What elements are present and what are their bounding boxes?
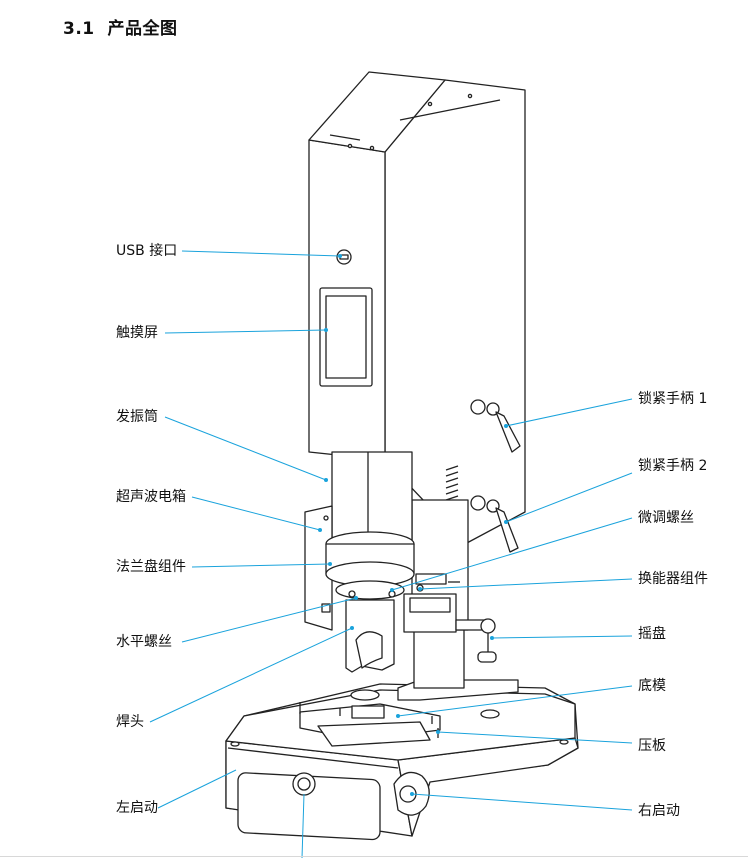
label-flange: 法兰盘组件 bbox=[116, 559, 186, 575]
label-lock-handle-2: 锁紧手柄 2 bbox=[638, 458, 708, 474]
crank bbox=[455, 618, 497, 663]
label-ultrasonic-box: 超声波电箱 bbox=[116, 489, 186, 505]
label-press-plate: 压板 bbox=[638, 738, 666, 754]
page-divider bbox=[0, 856, 748, 857]
section-title: 产品全图 bbox=[107, 19, 178, 39]
label-touchscreen: 触摸屏 bbox=[116, 325, 158, 341]
ultrasonic-box bbox=[304, 505, 333, 631]
label-level-screw: 水平螺丝 bbox=[116, 634, 172, 650]
machine-base bbox=[225, 683, 579, 841]
label-crank: 摇盘 bbox=[638, 626, 666, 642]
label-left-start: 左启动 bbox=[116, 800, 158, 816]
flange-assembly bbox=[325, 531, 415, 600]
slide-carriage bbox=[403, 499, 469, 633]
label-vibration-tube: 发振筒 bbox=[116, 409, 158, 425]
welding-head bbox=[345, 599, 395, 673]
label-usb-port: USB 接口 bbox=[116, 243, 178, 259]
label-lock-handle-1: 锁紧手柄 1 bbox=[638, 391, 708, 407]
label-welding-head: 焊头 bbox=[116, 714, 144, 730]
label-right-start: 右启动 bbox=[638, 803, 680, 819]
main-column bbox=[308, 71, 526, 545]
lock-handle-2 bbox=[470, 495, 519, 553]
label-fine-screw: 微调螺丝 bbox=[638, 510, 694, 526]
section-number: 3.1 bbox=[63, 19, 95, 39]
vibration-tube bbox=[331, 451, 413, 543]
section-heading: 3.1 产品全图 bbox=[63, 14, 177, 39]
label-bottom-mold: 底模 bbox=[638, 678, 666, 694]
label-transducer: 换能器组件 bbox=[638, 571, 708, 587]
lock-handle-1 bbox=[470, 399, 521, 453]
fixture bbox=[299, 702, 441, 747]
